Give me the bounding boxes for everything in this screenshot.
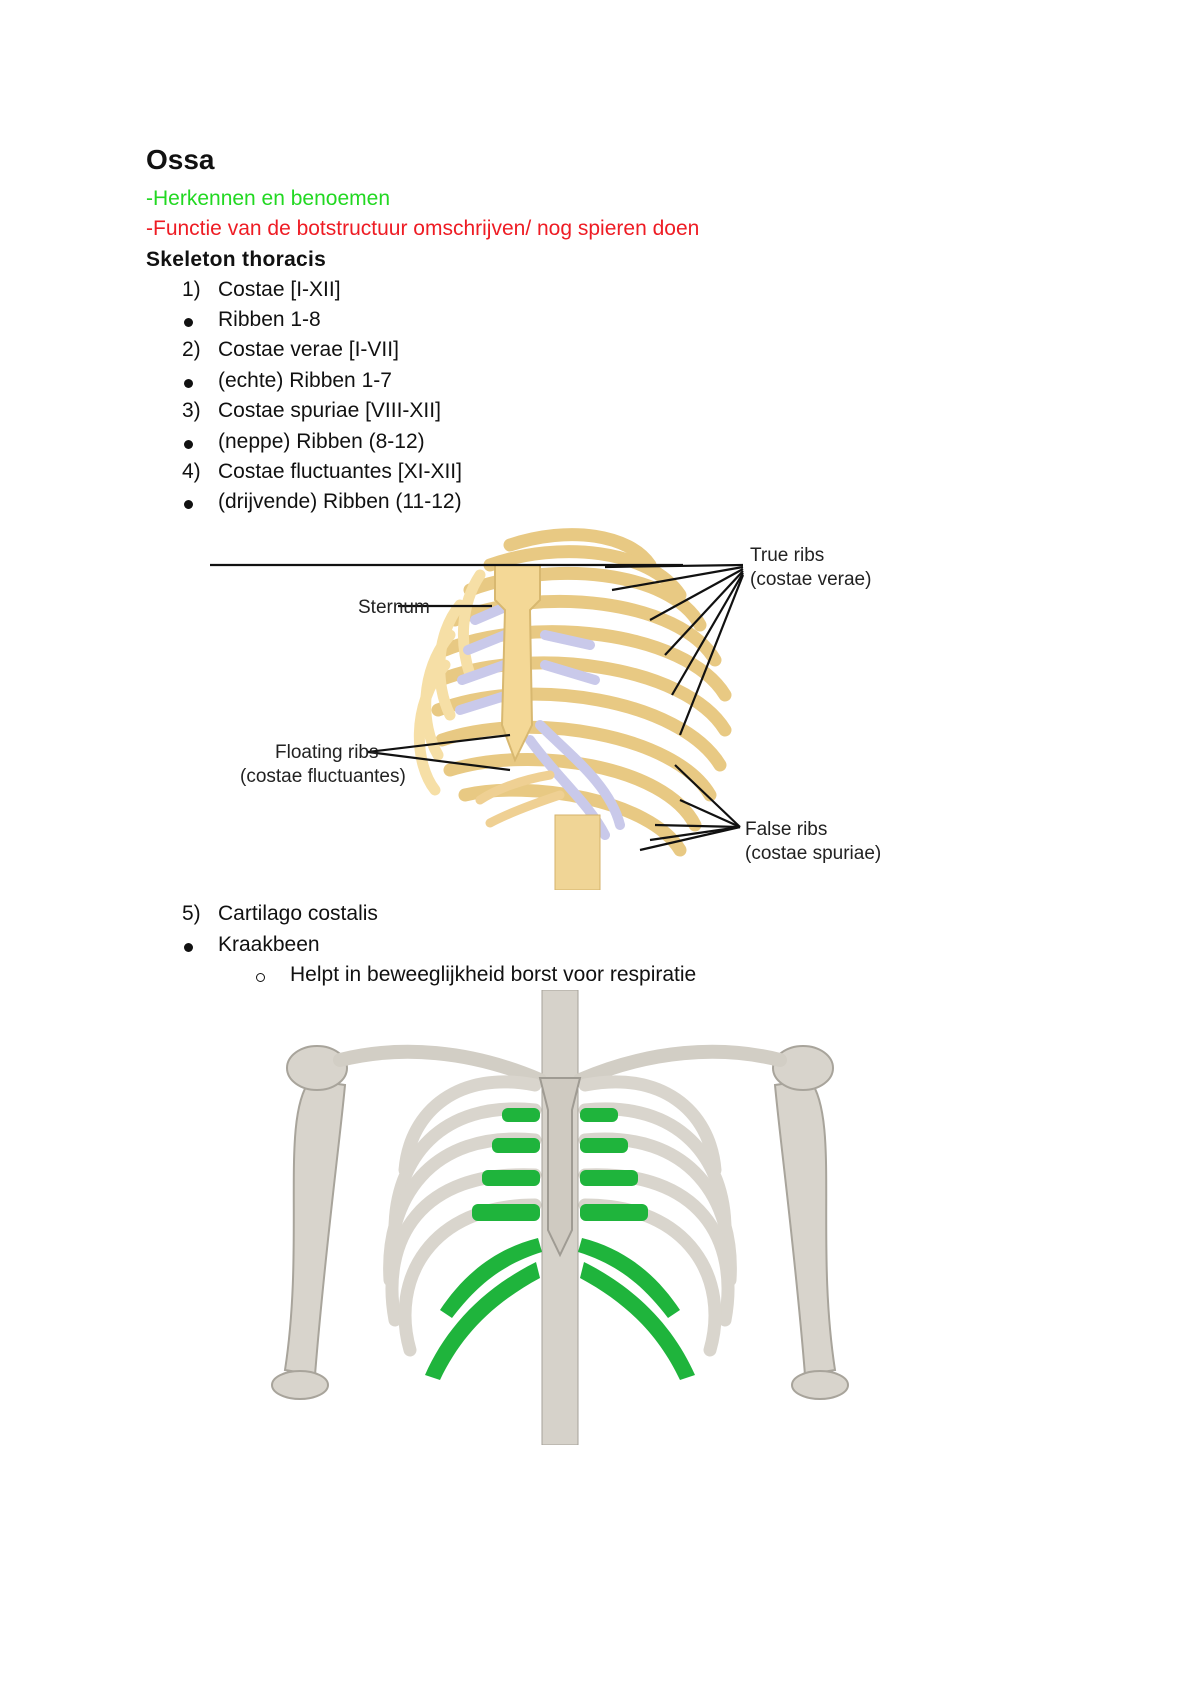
list-item: Costae fluctuantes [XI-XII] <box>218 460 462 483</box>
sub-list-item: Helpt in beweeglijkheid borst voor respi… <box>290 963 697 986</box>
page-title: Ossa <box>146 144 215 175</box>
label-sternum: Sternum <box>358 597 430 618</box>
circle-bullet-icon <box>256 973 265 982</box>
bullet-icon <box>184 943 193 952</box>
label-costae-verae: (costae verae) <box>750 569 871 590</box>
subtitle-function: -Functie van de botstructuur omschrijven… <box>146 217 700 240</box>
list-item: Kraakbeen <box>218 933 320 956</box>
list-item: Costae [I-XII] <box>218 278 341 301</box>
label-costae-fluctuantes: (costae fluctuantes) <box>240 766 406 787</box>
label-costae-spuriae: (costae spuriae) <box>745 843 881 864</box>
bullet-icon <box>184 318 193 327</box>
bullet-icon <box>184 440 193 449</box>
list-number: 4) <box>182 460 201 483</box>
list-number: 1) <box>182 278 201 301</box>
ribcage-illustration <box>210 528 745 890</box>
label-floating-ribs: Floating ribs <box>275 742 379 763</box>
bullet-icon <box>184 379 193 388</box>
section-heading: Skeleton thoracis <box>146 248 327 271</box>
list-number: 3) <box>182 399 201 422</box>
bullet-icon <box>184 500 193 509</box>
label-false-ribs: False ribs <box>745 819 827 840</box>
list-item: Ribben 1-8 <box>218 308 321 331</box>
list-item: Costae spuriae [VIII-XII] <box>218 399 441 422</box>
thorax-illustration <box>271 990 849 1445</box>
list-item: Costae verae [I-VII] <box>218 338 399 361</box>
list-item: (echte) Ribben 1-7 <box>218 369 392 392</box>
ribcage-figure: True ribs (costae verae) Sternum Floatin… <box>210 528 881 890</box>
costal-cartilage-figure <box>271 990 849 1445</box>
subtitle-recognize: -Herkennen en benoemen <box>146 187 391 210</box>
list-item: (neppe) Ribben (8-12) <box>218 430 425 453</box>
list-number: 2) <box>182 338 201 361</box>
list-item: (drijvende) Ribben (11-12) <box>218 490 462 513</box>
list-item: Cartilago costalis <box>218 902 378 925</box>
list-number: 5) <box>182 902 201 925</box>
label-true-ribs: True ribs <box>750 545 824 566</box>
